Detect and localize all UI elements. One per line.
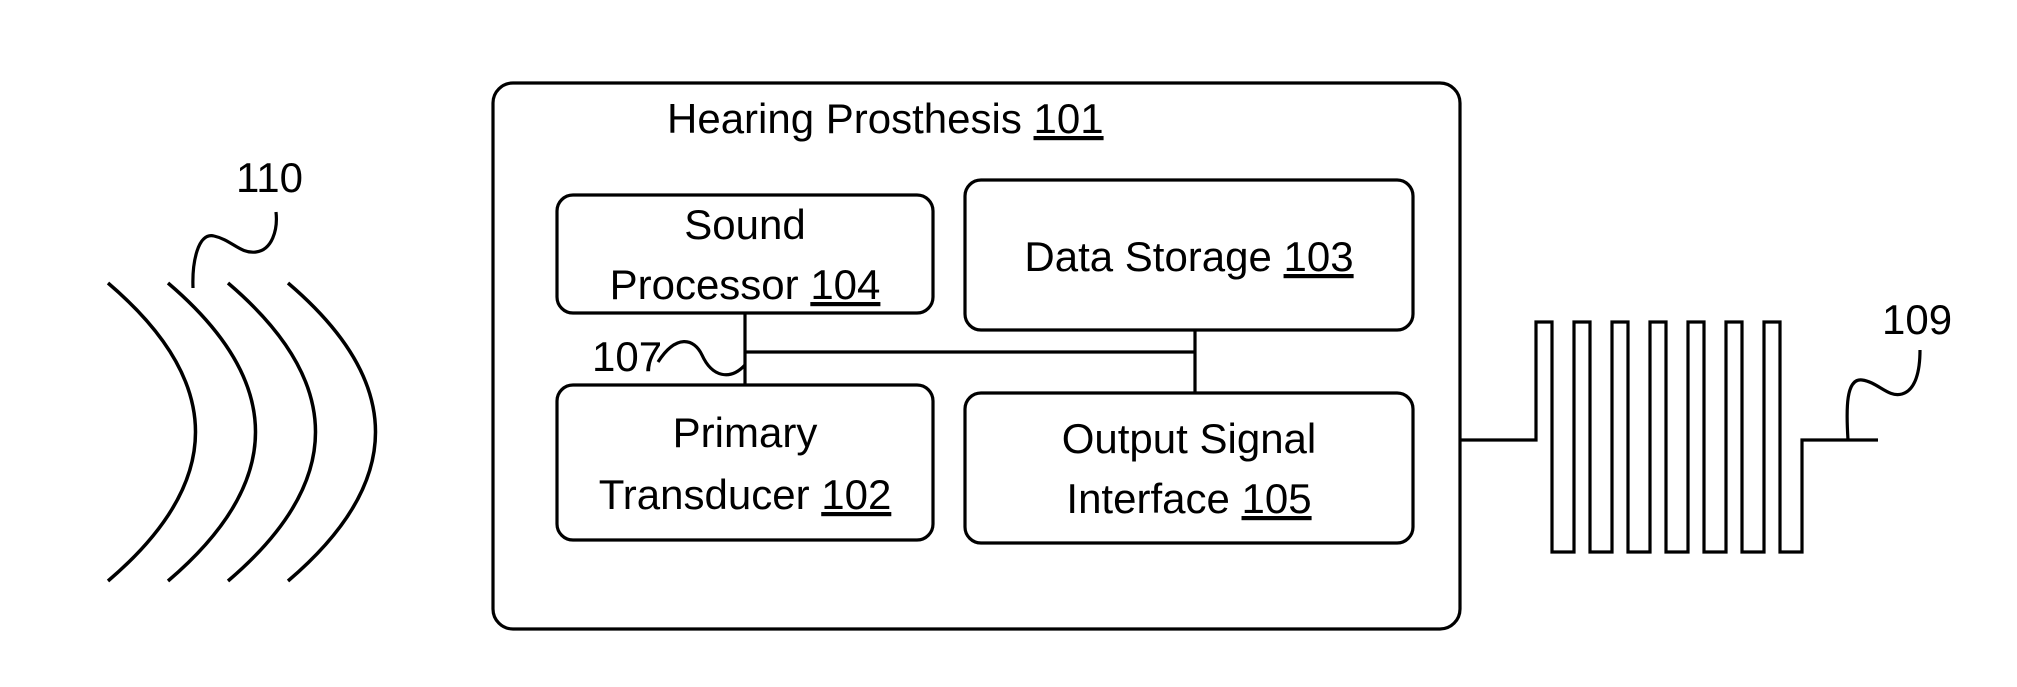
hearing-prosthesis-title: Hearing Prosthesis 101 xyxy=(667,95,1104,142)
output-signal-interface-label-line2: Interface 105 xyxy=(1066,475,1311,522)
sound-processor-label-line1: Sound xyxy=(684,201,805,248)
output-signal-interface-label-line1: Output Signal xyxy=(1062,415,1317,462)
output-signal-leader-line xyxy=(1847,350,1920,440)
sound-waves-leader-line xyxy=(193,212,276,288)
output-signal-interface-ref: 105 xyxy=(1242,475,1312,522)
primary-transducer-label-line1: Primary xyxy=(673,409,818,456)
data-storage-label: Data Storage 103 xyxy=(1024,233,1353,280)
output-signal-callout: 109 xyxy=(1882,296,1952,343)
sound-wave-arc xyxy=(108,283,196,581)
data-storage-name: Data Storage xyxy=(1024,233,1272,280)
sound-waves xyxy=(108,283,376,581)
sound-waves-callout: 110 xyxy=(236,154,303,201)
sound-wave-arc xyxy=(168,283,256,581)
sound-processor-label-line2: Processor 104 xyxy=(610,261,881,308)
sound-wave-arc xyxy=(288,283,376,581)
primary-transducer-ref: 102 xyxy=(821,471,891,518)
bus-callout: 107 xyxy=(592,333,662,380)
hearing-prosthesis-label: Hearing Prosthesis xyxy=(667,95,1022,142)
primary-transducer-label-line2: Transducer 102 xyxy=(599,471,892,518)
sound-processor-name: Processor xyxy=(610,261,799,308)
sound-processor-ref: 104 xyxy=(810,261,880,308)
primary-transducer-name: Transducer xyxy=(599,471,810,518)
sound-wave-arc xyxy=(228,283,316,581)
hearing-prosthesis-ref: 101 xyxy=(1034,95,1104,142)
data-storage-ref: 103 xyxy=(1284,233,1354,280)
output-signal-interface-name: Interface xyxy=(1066,475,1229,522)
output-pulse-train xyxy=(1460,322,1878,552)
